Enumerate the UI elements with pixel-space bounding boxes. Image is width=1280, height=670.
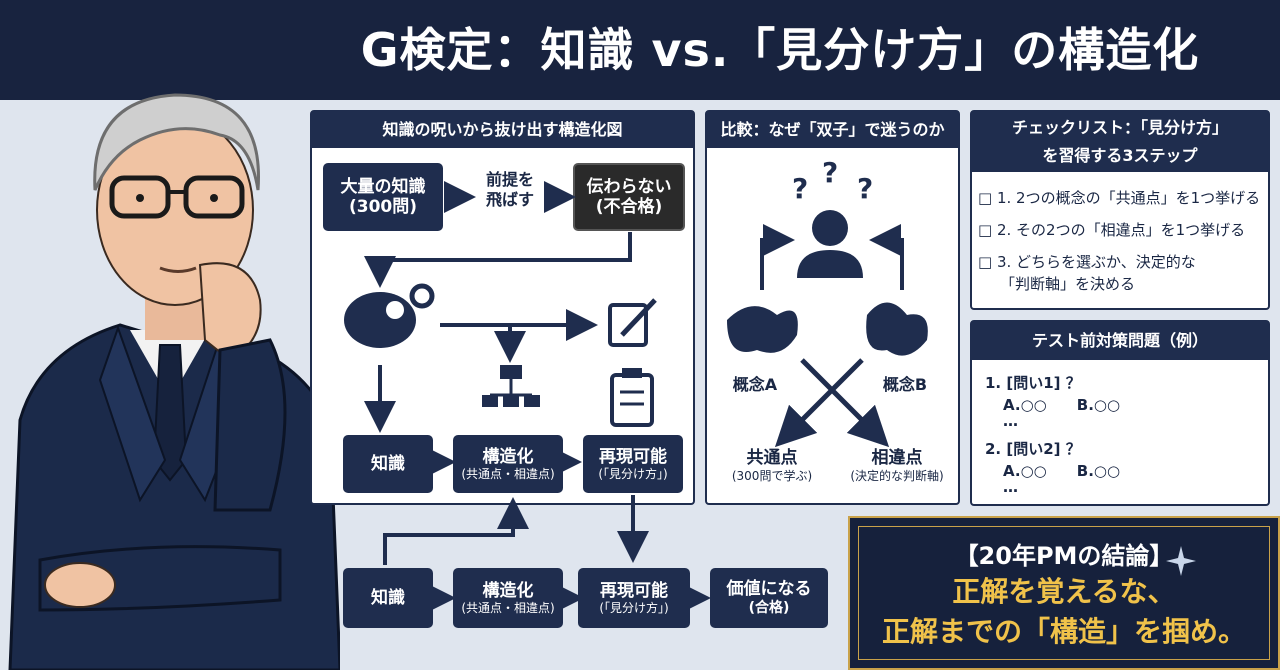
row2-reproducible-box: 再現可能 (「見分け方」)	[578, 568, 690, 628]
skip-line1: 前提を	[485, 170, 534, 189]
edit-icon	[608, 298, 657, 347]
brain-gear-icon	[344, 283, 435, 348]
bulk-knowledge-label: 大量の知識	[340, 176, 426, 197]
test-title: テスト前対策問題（例）	[972, 322, 1268, 360]
common-label: 共通点	[746, 448, 798, 468]
row1-structure-box: 構造化 (共通点・相違点)	[453, 435, 563, 493]
row1-structure-label: 構造化	[482, 446, 534, 467]
checklist-item-1: □ 1. 2つの概念の「共通点」を1つ挙げる	[978, 189, 1261, 207]
row2-reproducible-sub: (「見分け方」)	[599, 601, 669, 615]
row1-reproducible-box: 再現可能 (「見分け方」)	[583, 435, 683, 493]
clipboard-icon	[610, 368, 654, 427]
checklist-item-3-line2: 「判断軸」を決める	[1000, 275, 1136, 293]
test-question-2-options: A.○○ B.○○	[1003, 462, 1121, 480]
row2-structure-label: 構造化	[482, 580, 534, 601]
question-mark-3: ?	[857, 172, 873, 205]
question-mark-2: ?	[822, 156, 838, 189]
test-question-1-options: A.○○ B.○○	[1003, 396, 1121, 414]
conclusion-line-2: 正解までの「構造」を掴め。	[881, 615, 1246, 648]
row2-knowledge-box: 知識	[343, 568, 433, 628]
bulk-knowledge-box: 大量の知識 (300問)	[323, 163, 443, 231]
skip-premise-text: 前提を 飛ばす	[470, 170, 550, 220]
difference-label: 相違点	[871, 448, 923, 468]
not-conveyed-label: 伝わらない	[586, 176, 672, 197]
row1-reproducible-sub: (「見分け方」)	[598, 467, 668, 481]
checklist-item-2: □ 2. その2つの「相違点」を1つ挙げる	[978, 221, 1246, 239]
common-points: 共通点 (300問で学ぶ)	[712, 448, 832, 498]
bulk-knowledge-count: (300問)	[348, 197, 418, 217]
common-sub: (300問で学ぶ)	[731, 469, 813, 484]
concept-a-shape	[727, 306, 798, 353]
difference-points: 相違点 (決定的な判断軸)	[836, 448, 958, 498]
hierarchy-icon	[482, 365, 540, 407]
value-sub: (合格)	[748, 599, 790, 616]
value-label: 価値になる	[726, 579, 812, 600]
sparkle-icon	[1166, 546, 1196, 576]
test-question-1-more: …	[1003, 412, 1018, 430]
conclusion-line-1: 正解を覚えるな、	[952, 575, 1176, 608]
checklist-title-line2: を習得する3ステップ	[1042, 146, 1198, 165]
conclusion-title: 【20年PMの結論】	[954, 542, 1174, 570]
not-conveyed-sub: (不合格)	[595, 197, 663, 217]
comparison-title: 比較：なぜ「双子」で迷うのか	[707, 112, 958, 148]
row2-structure-sub: (共通点・相違点)	[461, 601, 555, 615]
checklist-item-3: □ 3. どちらを選ぶか、決定的な	[978, 253, 1196, 271]
checklist-title: チェックリスト：「見分け方」 を習得する3ステップ	[972, 112, 1268, 172]
header-bar	[0, 0, 1280, 100]
person-icon	[797, 210, 863, 278]
page-title: G検定：知識 vs.「見分け方」の構造化	[360, 23, 1200, 77]
test-question-2: 2. [問い2] ？	[985, 440, 1081, 458]
businessman-illustration	[8, 93, 340, 670]
test-question-2-more: …	[1003, 478, 1018, 496]
checklist-title-line1: チェックリスト：「見分け方」	[1011, 118, 1228, 137]
question-mark-1: ?	[792, 172, 808, 205]
conclusion-box	[848, 516, 1280, 670]
row2-knowledge-label: 知識	[371, 587, 405, 608]
structure-diagram-title: 知識の呪いから抜け出す構造化図	[312, 112, 693, 148]
row2-reproducible-label: 再現可能	[600, 580, 668, 601]
structure-arrows	[344, 181, 657, 478]
row1-knowledge-box: 知識	[343, 435, 433, 493]
comparison-graphic: ? ? ?	[727, 156, 928, 448]
value-box: 価値になる (合格)	[710, 568, 828, 628]
not-conveyed-box: 伝わらない (不合格)	[573, 163, 685, 231]
row1-knowledge-label: 知識	[371, 453, 405, 474]
difference-sub: (決定的な判断軸)	[850, 469, 944, 484]
row1-reproducible-label: 再現可能	[599, 446, 667, 467]
skip-line2: 飛ばす	[485, 190, 534, 209]
row2-structure-box: 構造化 (共通点・相違点)	[453, 568, 563, 628]
conclusion-inner-border	[858, 526, 1270, 660]
concept-a-label: 概念A	[732, 375, 778, 394]
row1-structure-sub: (共通点・相違点)	[461, 467, 555, 481]
concept-b-shape	[866, 302, 928, 356]
concept-b-label: 概念B	[882, 375, 928, 394]
test-question-1: 1. [問い1] ？	[985, 374, 1081, 392]
